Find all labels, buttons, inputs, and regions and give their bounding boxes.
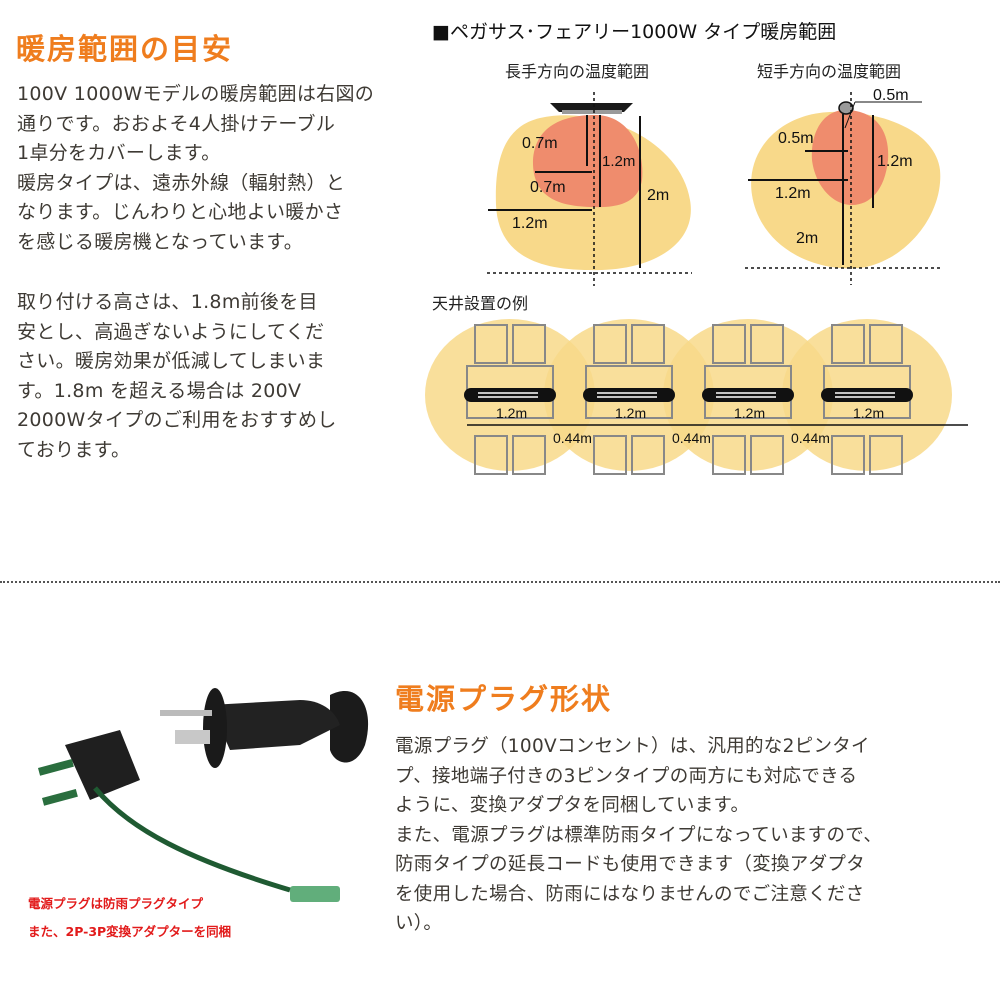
svg-text:1.2m: 1.2m xyxy=(853,405,884,421)
diagram-title: ■ペガサス･フェアリー1000W タイプ暖房範囲 xyxy=(432,21,837,43)
text-line: す。1.8m を超える場合は 200V xyxy=(17,379,302,402)
mounting-height-description: 取り付ける高さは、1.8m前後を目 安とし、高過ぎないようにしてくだ さい。暖房… xyxy=(17,288,417,465)
svg-text:1.2m: 1.2m xyxy=(877,153,913,170)
long-side-label: 長手方向の温度範囲 xyxy=(505,62,650,81)
svg-text:1.2m: 1.2m xyxy=(615,405,646,421)
plug-caption-line-1: 電源プラグは防雨プラグタイプ xyxy=(28,896,204,911)
text-line: い）。 xyxy=(395,913,443,934)
short-side-diagram: 0.5m 0.5m 1.2m 1.2m 2m xyxy=(745,87,942,285)
text-line: 安とし、高過ぎないようにしてくだ xyxy=(17,320,325,343)
svg-text:0.5m: 0.5m xyxy=(778,130,814,147)
svg-text:1.2m: 1.2m xyxy=(734,405,765,421)
svg-text:0.44m: 0.44m xyxy=(791,430,830,446)
section-divider xyxy=(0,581,1000,583)
svg-text:1.2m: 1.2m xyxy=(512,215,548,232)
text-line: 通りです。おおよそ4人掛けテーブル xyxy=(17,112,336,135)
svg-text:2m: 2m xyxy=(647,187,669,204)
long-side-diagram: 0.7m 1.2m 0.7m 2m 1.2m xyxy=(487,92,692,286)
svg-text:1.2m: 1.2m xyxy=(496,405,527,421)
text-line: 100V 1000Wモデルの暖房範囲は右図の xyxy=(17,83,375,105)
text-line: なります。じんわりと心地よい暖かさ xyxy=(17,201,344,223)
text-line: を使用した場合、防雨にはなりませんのでご注意くださ xyxy=(395,883,865,905)
text-line: 取り付ける高さは、1.8m前後を目 xyxy=(17,291,318,313)
text-line: 2000Wタイプのご利用をおすすめし xyxy=(17,409,337,431)
plug-caption-line-2: また、2P-3P変換アダプターを同梱 xyxy=(28,924,232,939)
svg-text:0.44m: 0.44m xyxy=(553,430,592,446)
text-line: 1卓分をカバーします。 xyxy=(17,142,221,164)
svg-text:2m: 2m xyxy=(796,230,818,247)
heating-range-description: 100V 1000Wモデルの暖房範囲は右図の 通りです。おおよそ4人掛けテーブル… xyxy=(17,80,417,257)
heating-range-diagram: 0.7m 1.2m 0.7m 2m 1.2m 0.5m 0.5m 1.2m 1.… xyxy=(487,87,942,286)
text-line: プ、接地端子付きの3ピンタイプの両方にも対応できる xyxy=(395,765,858,787)
ceiling-install-diagram: 1.2m 1.2m 1.2m 1.2m 0.44m 0.44m 0.44m xyxy=(425,319,968,475)
text-line: また、電源プラグは標準防雨タイプになっていますので、 xyxy=(395,824,883,846)
power-plug-description: 電源プラグ（100Vコンセント）は、汎用的な2ピンタイ プ、接地端子付きの3ピン… xyxy=(395,732,995,939)
svg-text:0.5m: 0.5m xyxy=(873,87,909,104)
text-line: ように、変換アダプタを同梱しています。 xyxy=(395,795,750,816)
heating-range-heading: 暖房範囲の目安 xyxy=(16,32,234,66)
power-plug-heading: 電源プラグ形状 xyxy=(395,682,613,716)
svg-text:0.7m: 0.7m xyxy=(530,179,566,196)
svg-text:1.2m: 1.2m xyxy=(602,153,635,170)
text-line: ております。 xyxy=(17,438,131,461)
short-side-label: 短手方向の温度範囲 xyxy=(757,62,902,81)
text-line: を感じる暖房機となっています。 xyxy=(17,230,304,253)
power-plug-photo xyxy=(38,688,369,902)
svg-text:0.44m: 0.44m xyxy=(672,430,711,446)
svg-text:0.7m: 0.7m xyxy=(522,135,558,152)
svg-text:1.2m: 1.2m xyxy=(775,185,811,202)
ceiling-example-label: 天井設置の例 xyxy=(432,294,529,313)
text-line: さい。暖房効果が低減してしまいま xyxy=(17,350,326,372)
text-line: 暖房タイプは、遠赤外線（輻射熱）と xyxy=(17,171,346,194)
text-line: 防雨タイプの延長コードも使用できます（変換アダプタ xyxy=(395,854,866,875)
text-line: 電源プラグ（100Vコンセント）は、汎用的な2ピンタイ xyxy=(395,736,870,757)
